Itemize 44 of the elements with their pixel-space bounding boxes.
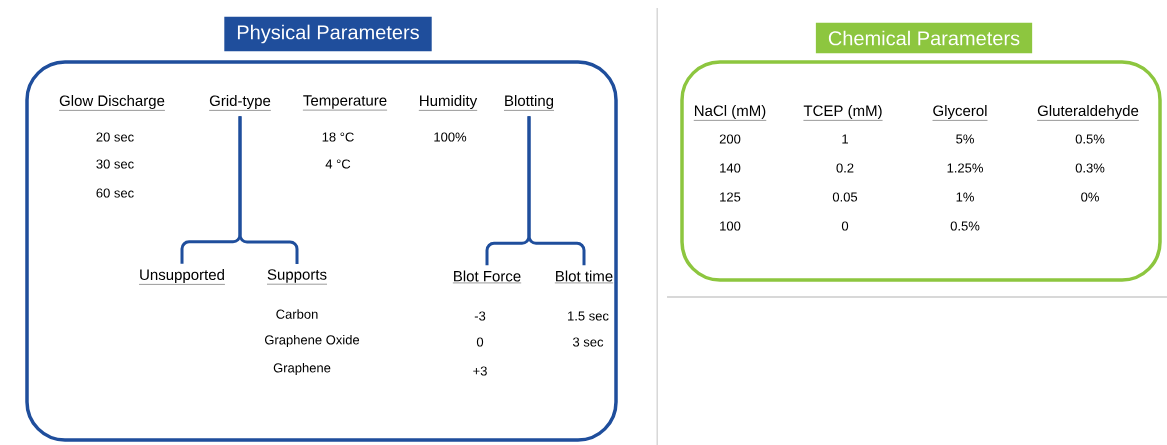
table-value: 5% (956, 134, 974, 144)
table-value: 0.5% (1075, 134, 1105, 144)
table-value: 100% (434, 132, 467, 142)
table-value: 4 °C (325, 159, 351, 169)
node-label: Physical Parameters (237, 24, 419, 44)
column-heading: Glycerol (932, 105, 988, 121)
table-value: 0 (476, 337, 484, 347)
table-value: 0.2 (836, 163, 854, 173)
table-value: 0.05 (832, 192, 858, 202)
column-heading: Blot Force (452, 270, 522, 284)
table-value: 0.3% (1075, 163, 1105, 173)
table-value: 1.5 sec (568, 311, 609, 321)
table-value: 1% (956, 192, 974, 202)
table-value: 30 sec (96, 159, 134, 169)
table-value: Graphene Oxide (264, 334, 360, 348)
table-value: 20 sec (96, 132, 134, 142)
table-value: 140 (720, 163, 741, 173)
table-value: 18 °C (322, 132, 354, 142)
node-label: Chemical Parameters (828, 30, 1020, 46)
table-value: 1 (842, 134, 848, 144)
column-heading: NaCl (mM) (693, 105, 767, 121)
column-heading: Gluteraldehyde (1036, 105, 1140, 121)
table-value: -3 (474, 311, 486, 321)
table-value: 0.5% (950, 221, 980, 231)
table-value: 3 sec (572, 337, 604, 347)
column-heading: Blotting (503, 95, 555, 111)
column-heading: Temperature (302, 95, 388, 111)
column-heading: Glow Discharge (58, 95, 166, 111)
column-heading: Blot time (554, 270, 614, 284)
table-value: 1.25% (947, 163, 983, 173)
column-heading: Grid-type (208, 95, 272, 111)
table-value: Graphene (273, 362, 331, 376)
table-value: 0 (841, 221, 849, 231)
column-heading: Humidity (418, 95, 478, 111)
table-value: Carbon (276, 309, 318, 319)
table-value: 125 (720, 192, 741, 202)
table-value: 200 (719, 134, 741, 144)
column-heading: Supports (266, 269, 328, 285)
column-heading: TCEP (mM) (803, 105, 883, 121)
table-value: +3 (473, 366, 487, 376)
table-value: 60 sec (96, 188, 134, 198)
column-heading: Unsupported (138, 269, 226, 285)
table-value: 0% (1081, 192, 1099, 202)
table-value: 100 (720, 221, 741, 231)
